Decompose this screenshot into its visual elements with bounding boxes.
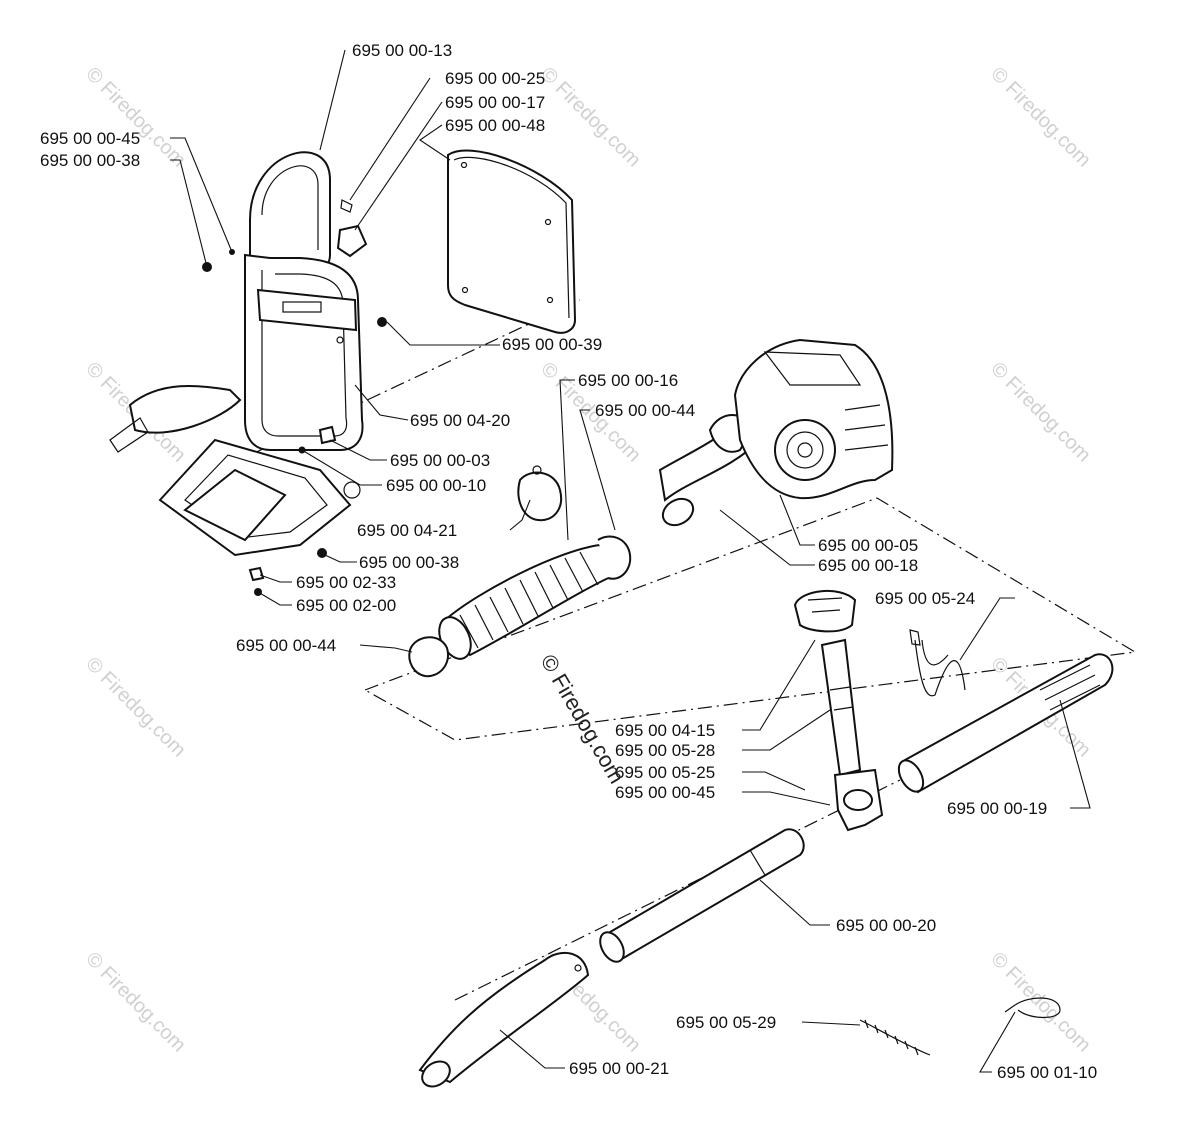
part-label-00-38-bottom: 695 00 00-38	[359, 553, 459, 572]
assembly-line-box	[363, 497, 1137, 741]
part-label-00-44-top: 695 00 00-44	[595, 401, 695, 420]
part-label-00-48: 695 00 00-48	[445, 116, 545, 135]
part-label-00-44-bottom: 695 00 00-44	[236, 636, 336, 655]
part-label-04-21: 695 00 04-21	[357, 521, 457, 540]
part-label-00-03: 695 00 00-03	[390, 451, 490, 470]
part-label-05-29: 695 00 05-29	[676, 1013, 776, 1032]
tube-20	[599, 828, 805, 963]
clamp-04-21	[517, 465, 563, 522]
part-label-05-25: 695 00 05-25	[615, 763, 715, 782]
flex-hose	[408, 535, 632, 678]
part-label-00-17: 695 00 00-17	[445, 93, 545, 112]
cable-tie-01-10	[1004, 997, 1061, 1019]
leader-lines	[170, 49, 1091, 1073]
assembly-line-tube	[454, 779, 901, 1001]
part-label-02-00: 695 00 02-00	[296, 596, 396, 615]
tube-19	[897, 653, 1114, 794]
spring-05-29	[859, 1019, 931, 1056]
part-label-00-21: 695 00 00-21	[569, 1059, 669, 1078]
nozzle-21	[418, 952, 590, 1088]
fan-housing	[658, 338, 894, 527]
watermark-11: © Firedog.com	[986, 948, 1095, 1057]
part-label-00-45-bottom: 695 00 00-45	[615, 783, 715, 802]
part-label-00-18: 695 00 00-18	[818, 556, 918, 575]
part-labels: 695 00 00-13 695 00 00-25 695 00 00-17 6…	[40, 41, 1097, 1082]
part-label-00-20: 695 00 00-20	[836, 916, 936, 935]
part-label-00-10: 695 00 00-10	[386, 476, 486, 495]
part-label-02-33: 695 00 02-33	[296, 573, 396, 592]
watermark-7: © Firedog.com	[81, 653, 190, 762]
part-label-04-20: 695 00 04-20	[410, 411, 510, 430]
watermark-3: © Firedog.com	[986, 63, 1095, 172]
part-label-04-15: 695 00 04-15	[615, 721, 715, 740]
part-label-05-28: 695 00 05-28	[615, 741, 715, 760]
part-label-00-45-top: 695 00 00-45	[40, 129, 140, 148]
part-label-01-10: 695 00 01-10	[997, 1063, 1097, 1082]
part-label-00-05: 695 00 00-05	[818, 536, 918, 555]
watermark-2: © Firedog.com	[536, 63, 645, 172]
watermark-9: © Firedog.com	[81, 948, 190, 1057]
part-label-00-39: 695 00 00-39	[502, 335, 602, 354]
part-label-00-25-top: 695 00 00-25	[445, 69, 545, 88]
back-pad	[447, 149, 577, 334]
part-label-00-38-top: 695 00 00-38	[40, 151, 140, 170]
part-label-00-13: 695 00 00-13	[352, 41, 452, 60]
watermark-6: © Firedog.com	[986, 358, 1095, 467]
cable-05-24	[909, 629, 966, 697]
part-label-05-24: 695 00 05-24	[875, 589, 975, 608]
part-label-00-19: 695 00 00-19	[947, 799, 1047, 818]
throttle-handle	[793, 589, 884, 832]
backpack-frame	[109, 151, 364, 557]
part-label-00-16: 695 00 00-16	[578, 371, 678, 390]
